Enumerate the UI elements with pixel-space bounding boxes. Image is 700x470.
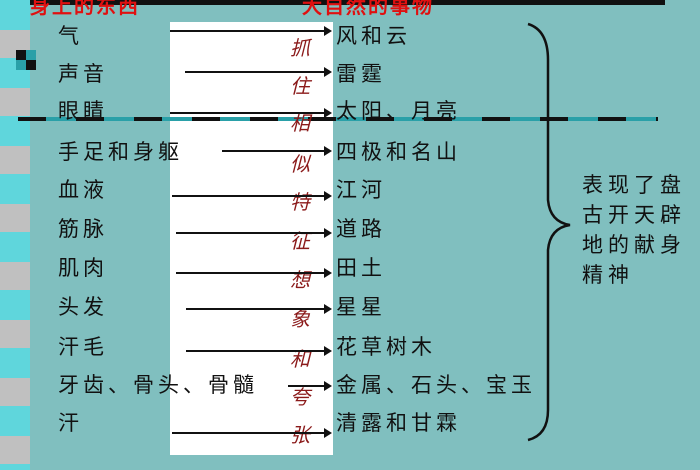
arrow: [186, 346, 332, 356]
nature-thing: 道路: [336, 217, 386, 241]
body-part: 头发: [58, 295, 108, 319]
body-part: 肌肉: [58, 256, 108, 280]
body-part: 筋脉: [58, 217, 108, 241]
arrow: [222, 146, 332, 156]
dashed-rule: [18, 117, 658, 121]
nature-thing: 江河: [336, 178, 386, 202]
decor-square: [26, 60, 36, 70]
method-char: 张: [290, 423, 310, 447]
summary-text: 表现了盘古开天辟地的献身精神: [582, 173, 686, 287]
method-char: 想: [290, 268, 310, 292]
nature-thing: 花草树木: [336, 335, 436, 359]
arrow: [172, 191, 332, 201]
nature-thing: 清露和甘霖: [336, 411, 461, 435]
nature-thing: 金属、石头、宝玉: [336, 373, 536, 397]
nature-thing: 田土: [336, 256, 386, 280]
decorative-strip: [0, 0, 30, 470]
method-char: 象: [290, 307, 310, 331]
method-char: 抓: [290, 36, 310, 60]
nature-thing: 四极和名山: [336, 140, 461, 164]
arrow: [185, 67, 332, 77]
header-right: 大自然的事物: [302, 0, 434, 18]
header-left: 身上的东西: [30, 0, 140, 18]
method-char: 夸: [290, 385, 310, 409]
body-part: 手足和身躯: [58, 140, 183, 164]
body-part: 血液: [58, 178, 108, 202]
arrow: [176, 228, 332, 238]
nature-thing: 星星: [336, 295, 386, 319]
method-char: 住: [290, 74, 310, 98]
arrow: [176, 268, 332, 278]
body-part: 牙齿、骨头、骨髓: [58, 373, 258, 397]
body-part: 气: [58, 24, 83, 48]
method-char: 相: [290, 111, 310, 135]
top-rule: [30, 0, 665, 5]
body-part: 声音: [58, 62, 108, 86]
decor-square: [16, 60, 26, 70]
nature-thing: 雷霆: [336, 62, 386, 86]
method-char: 征: [290, 229, 310, 253]
decor-square: [26, 50, 36, 60]
decor-square: [16, 50, 26, 60]
method-char: 似: [290, 152, 310, 176]
arrow: [186, 304, 332, 314]
method-char: 和: [290, 347, 310, 371]
body-part: 眼睛: [58, 99, 108, 123]
arrow: [170, 108, 332, 118]
arrow: [288, 381, 332, 391]
body-part: 汗: [58, 411, 83, 435]
body-part: 汗毛: [58, 335, 108, 359]
arrow: [170, 26, 332, 36]
arrow: [172, 428, 332, 438]
white-panel: [170, 22, 333, 455]
nature-thing: 太阳、月亮: [336, 99, 461, 123]
nature-thing: 风和云: [336, 24, 411, 48]
